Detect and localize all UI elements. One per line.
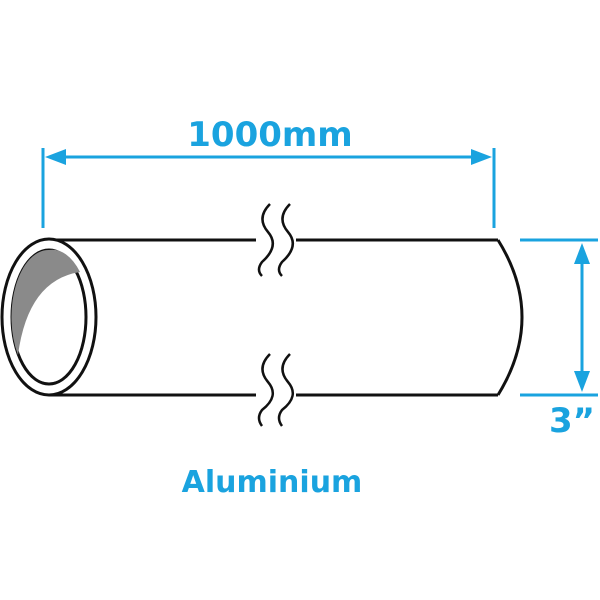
diameter-arrowhead-bottom — [574, 371, 590, 392]
length-arrowhead-right — [471, 149, 492, 165]
length-arrowhead-left — [45, 149, 66, 165]
length-label: 1000mm — [187, 115, 352, 155]
pipe-opening — [0, 237, 98, 397]
diameter-label: 3” — [549, 401, 595, 441]
diameter-arrowhead-top — [574, 243, 590, 264]
break-symbol-bottom — [256, 353, 296, 427]
diameter-dimension: 3” — [520, 238, 598, 441]
pipe-inner-shading — [11, 249, 81, 355]
break-symbol-top — [256, 203, 296, 277]
length-dimension: 1000mm — [41, 115, 496, 228]
material-label: Aluminium — [182, 465, 363, 500]
pipe-far-end — [496, 239, 524, 396]
